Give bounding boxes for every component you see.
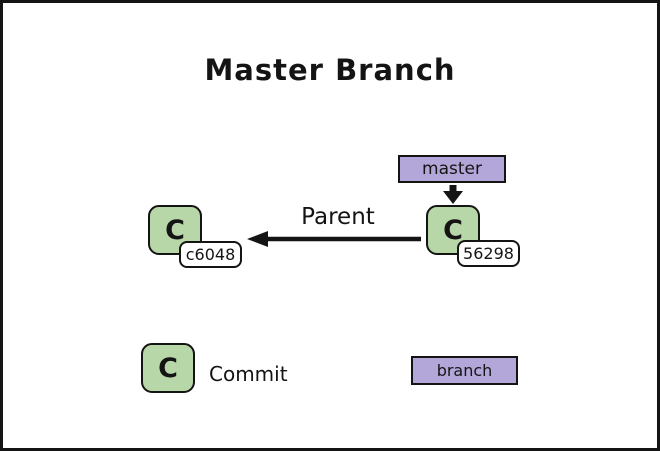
commit-node-c6048: C: [148, 205, 202, 255]
commit-id-badge: c6048: [179, 241, 242, 268]
master-branch-tag-label: master: [422, 159, 482, 179]
commit-symbol: C: [165, 214, 185, 246]
commit-id-text: c6048: [185, 245, 236, 264]
master-branch-tag: master: [398, 155, 506, 183]
commit-id-text: 56298: [463, 244, 514, 263]
parent-arrow-label: Parent: [301, 204, 375, 230]
commit-symbol: C: [158, 352, 178, 384]
legend-commit-label: Commit: [209, 362, 288, 386]
legend-commit-swatch: C: [141, 343, 195, 393]
legend-branch-label: branch: [436, 361, 493, 380]
diagram-title: Master Branch: [204, 53, 456, 87]
parent-arrow-icon: [247, 231, 421, 247]
legend-branch-swatch: branch: [411, 356, 518, 385]
commit-id-badge: 56298: [457, 240, 520, 267]
down-arrow-icon: [443, 185, 463, 204]
commit-symbol: C: [443, 214, 463, 246]
